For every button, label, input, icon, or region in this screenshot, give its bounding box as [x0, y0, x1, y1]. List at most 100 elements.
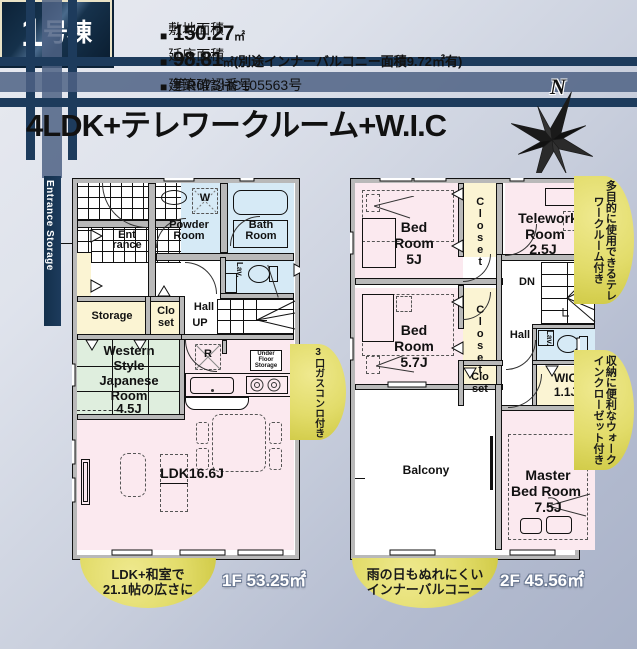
tv-unit-icon [81, 459, 90, 505]
room-japanese [77, 340, 181, 416]
japanese-room-label-2: Style [113, 358, 145, 373]
under-floor-storage-l2: Floor [258, 357, 274, 363]
sink-basin-icon [161, 190, 187, 205]
bath-room-label-1: Bath [248, 219, 274, 231]
sink-drain-icon [211, 389, 214, 392]
inner-balcony-callout-line1: 雨の日もぬれにくい [366, 567, 484, 583]
spec-label: 建築確認番号 [168, 77, 253, 93]
spec-unit: ㎡ [233, 31, 245, 43]
master-bed-pillow-a [520, 518, 542, 534]
wall-h-japanese-bottom [77, 414, 185, 420]
telework-callout-text: 多目的に使用できるテレワークルーム付き [592, 179, 617, 301]
hall-label: Hall [193, 301, 215, 313]
wall-h-bed2-bottom [355, 384, 503, 390]
stairs-up [217, 299, 294, 334]
layout-headline: 4LDK+テレワークルーム+W.I.C [26, 108, 447, 143]
bed-mattress-2 [362, 294, 394, 342]
dining-chair-icon [196, 448, 209, 470]
wall-v-closet-small-left [458, 360, 464, 406]
storage-label: Storage [91, 310, 133, 322]
master-bed-fold-lines [547, 493, 591, 517]
compass-north-label: N [550, 74, 566, 99]
under-floor-storage-box [250, 350, 282, 371]
gas-stove-callout: 3口ガスコンロ付き [290, 344, 346, 440]
bed-outline-1 [362, 190, 454, 242]
spec-confirmation-number: ■建築確認番号 第R07SHC105563号 [160, 78, 302, 96]
room-closet-bedroom-1 [463, 183, 497, 257]
bed-pillow-2 [396, 296, 412, 312]
room-bedroom-2 [355, 288, 463, 386]
bedroom-2-label-a: Bed [400, 322, 428, 338]
balcony-rail-line [490, 436, 493, 490]
master-label-c: 7.5J [534, 499, 562, 515]
balcony-drain-line [355, 478, 365, 479]
wic-label-b: 1.1J [553, 385, 578, 399]
closet-1-label: Closet [474, 196, 487, 268]
closet-2-label: Closet [474, 304, 487, 376]
inner-balcony-callout-line2: インナーバルコニー [366, 582, 484, 597]
closet-3-label-a: Clo [471, 371, 489, 383]
under-floor-storage-l1: Under [257, 351, 275, 357]
ldk-size-callout-line1: LDK+和室で [111, 567, 185, 583]
bed-pillow-1 [366, 194, 380, 212]
washing-machine-icon [192, 188, 218, 214]
tatami-line [148, 340, 149, 416]
floor1-area-caption: 1F 53.25㎡ [222, 571, 307, 590]
wall-v-bed1-closet [458, 183, 464, 257]
up-label: UP [192, 317, 208, 329]
stair-step [541, 310, 567, 311]
bullet-icon: ■ [160, 55, 168, 69]
sofa-icon [120, 453, 146, 497]
dining-chair-icon [196, 422, 209, 444]
stair-step [541, 298, 567, 299]
room-storage [77, 302, 147, 336]
wall-h-lav-top [532, 324, 595, 329]
telework-label-b: Room [525, 226, 565, 242]
stair-step [217, 309, 294, 310]
bed-fold-lines-1 [374, 196, 415, 219]
dining-chair-icon [269, 448, 282, 470]
entrance-label-1: Ent [118, 229, 136, 241]
lav-counter-icon [225, 273, 237, 293]
wic-callout-text: 収納に便利なウォークインクローゼット付き [592, 355, 617, 465]
wall-h-hall-upper [181, 334, 294, 340]
stairs-down-label: DN [519, 276, 535, 288]
closet-3-label-b: set [472, 383, 488, 395]
stair-winder-lines [256, 300, 296, 330]
telework-label-a: Telework [518, 210, 578, 226]
floor-plan-1f: W R Under Floor Storage [72, 178, 300, 560]
room-ldk [77, 420, 294, 550]
bedroom-2-label-c: 5.7J [400, 354, 428, 370]
spec-unit: ㎡ [222, 57, 234, 69]
washer-label: W [199, 192, 211, 204]
inner-balcony-callout: 雨の日もぬれにくい インナーバルコニー [352, 558, 498, 608]
telework-label-c: 2.5J [529, 241, 557, 257]
room-bedroom-1 [355, 183, 463, 281]
gas-stove-icon [246, 376, 288, 394]
stair-step [541, 286, 595, 287]
bedroom-2-label-b: Room [394, 338, 434, 354]
wall-v-powder-bath [220, 183, 228, 253]
spec-tail: 第R07SHC105563号 [172, 77, 303, 93]
telework-callout: 多目的に使用できるテレワークルーム付き [574, 176, 634, 304]
spec-site-area: ■敷地面積 150.27㎡ [160, 22, 245, 46]
wall-h-bed1-bottom [355, 278, 503, 285]
lav-2f-label: Lav. [545, 330, 555, 346]
powder-room-label-1: Powder [169, 219, 209, 231]
stove-burners-icon [250, 378, 281, 392]
spec-value: 150.27 [172, 22, 235, 45]
door-markers-2f [350, 178, 580, 556]
stair-step [217, 320, 267, 321]
tv-screen-icon [83, 462, 88, 502]
bathtub-icon [233, 190, 288, 215]
compass-rose-icon: N [508, 74, 603, 189]
floor2-area-caption: 2F 45.56㎡ [500, 571, 585, 590]
entrance-storage-label: Entrance Storage [44, 180, 55, 271]
japanese-room-label-3: Japanese [99, 373, 159, 388]
hall-2f-label: Hall [509, 329, 531, 341]
spec-label: 敷地面積 [168, 21, 225, 37]
wic-callout: 収納に便利なウォークインクローゼット付き [574, 350, 634, 470]
room-balcony [355, 390, 497, 550]
powder-room-label-2: Room [173, 230, 205, 242]
ribbon-band-horizontal-3 [0, 98, 637, 107]
